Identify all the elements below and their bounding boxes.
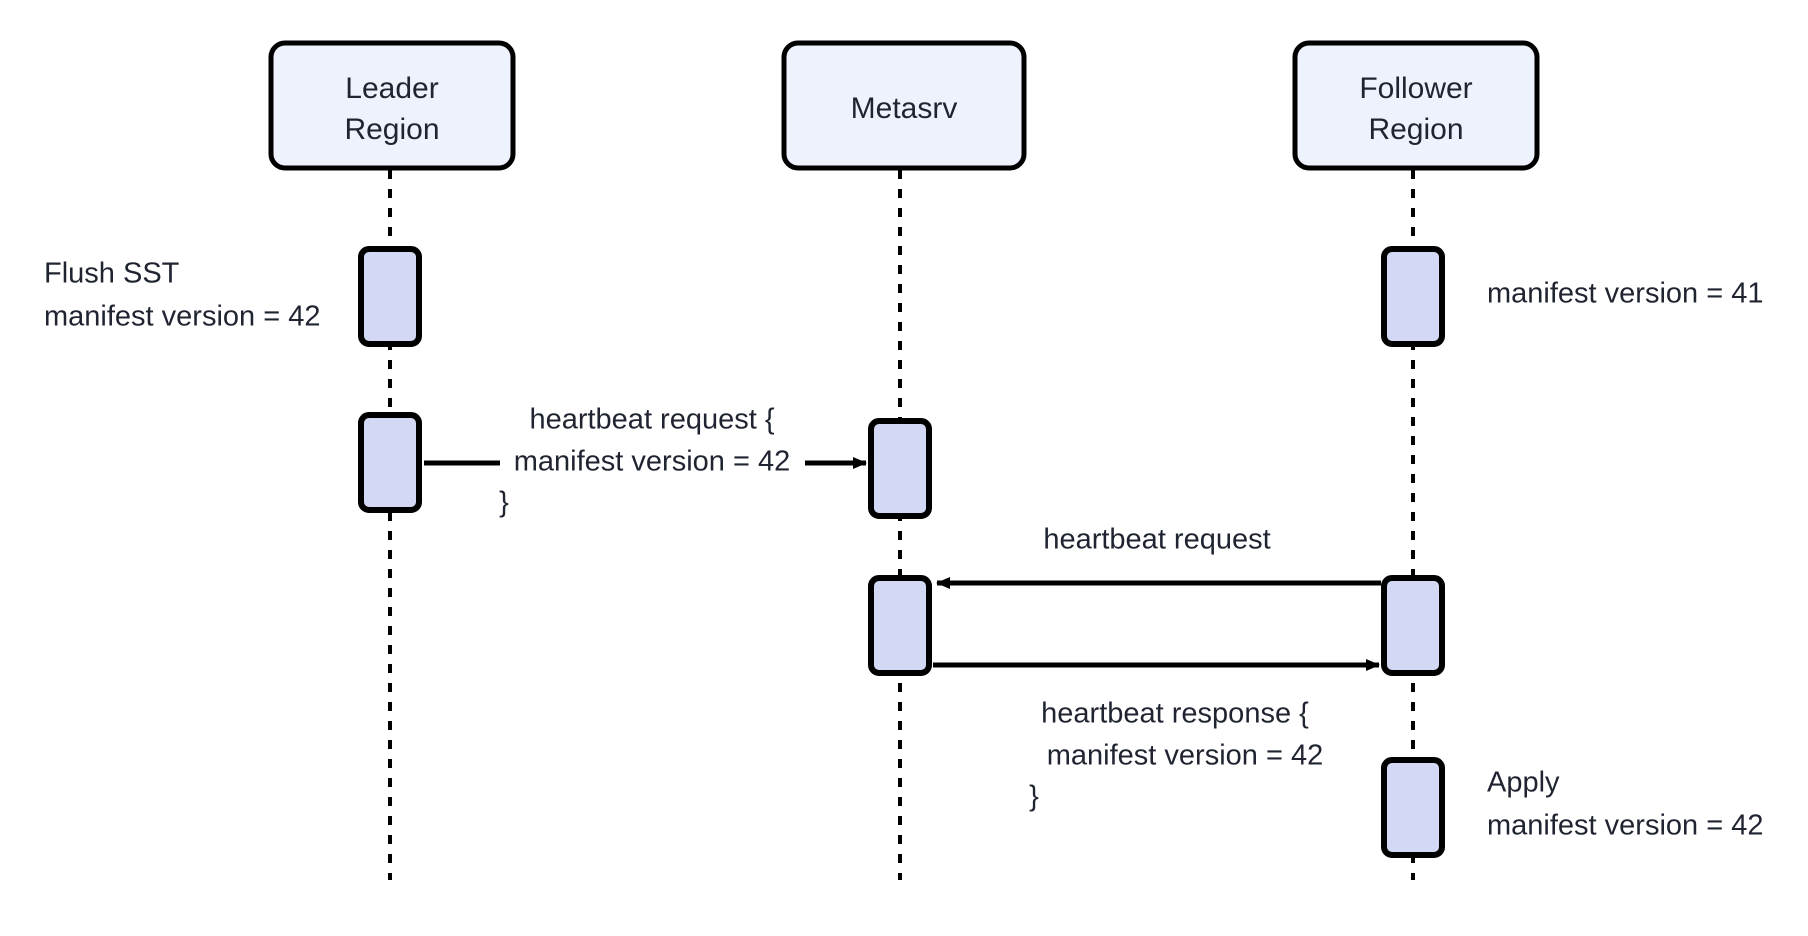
message-heartbeat-response[interactable]: heartbeat response { manifest version = … xyxy=(933,659,1380,813)
note-follower-version: manifest version = 41 xyxy=(1487,278,1763,310)
activation-metasrv-recv-leader[interactable] xyxy=(868,418,932,519)
participant-metasrv-box[interactable] xyxy=(781,40,1027,171)
participant-leader[interactable]: Leader Region xyxy=(268,40,516,171)
note-flush-sst: Flush SST manifest version = 42 xyxy=(44,258,320,333)
activation-leader-flush[interactable] xyxy=(358,246,422,347)
note-apply: Apply manifest version = 42 xyxy=(1487,767,1763,842)
message-heartbeat-request-follower[interactable]: heartbeat request xyxy=(936,524,1381,589)
participant-metasrv[interactable]: Metasrv xyxy=(781,40,1027,171)
participant-follower-box[interactable] xyxy=(1292,40,1540,171)
participant-follower-label-line2: Region xyxy=(1368,113,1463,146)
note-follower-version-line1: manifest version = 41 xyxy=(1487,278,1763,310)
message-1-label-line2: manifest version = 42 xyxy=(514,446,790,478)
participant-follower-label-line1: Follower xyxy=(1359,72,1472,105)
activation-follower-version[interactable] xyxy=(1381,246,1445,347)
message-heartbeat-request-leader[interactable]: heartbeat request { manifest version = 4… xyxy=(424,404,867,519)
message-3-label-line3: } xyxy=(1029,781,1039,813)
activation-follower-apply[interactable] xyxy=(1381,757,1445,858)
message-1-label-line1: heartbeat request { xyxy=(529,404,774,436)
note-flush-line1: Flush SST xyxy=(44,258,180,290)
participant-leader-label-line1: Leader xyxy=(345,72,438,105)
note-apply-line2: manifest version = 42 xyxy=(1487,810,1763,842)
participant-leader-box[interactable] xyxy=(268,40,516,171)
message-3-label-line1: heartbeat response { xyxy=(1041,698,1309,730)
activation-metasrv-follower-exchange[interactable] xyxy=(868,575,932,676)
activation-leader-heartbeat[interactable] xyxy=(358,412,422,513)
participant-metasrv-label-line1: Metasrv xyxy=(851,92,958,125)
participant-leader-label-line2: Region xyxy=(344,113,439,146)
activation-boxes xyxy=(358,246,1445,858)
message-1-label-line3: } xyxy=(499,487,509,519)
message-3-label-line2: manifest version = 42 xyxy=(1047,740,1323,772)
message-2-label: heartbeat request xyxy=(1043,524,1270,556)
activation-follower-exchange[interactable] xyxy=(1381,575,1445,676)
note-apply-line1: Apply xyxy=(1487,767,1560,799)
participant-follower[interactable]: Follower Region xyxy=(1292,40,1540,171)
note-flush-line2: manifest version = 42 xyxy=(44,301,320,333)
